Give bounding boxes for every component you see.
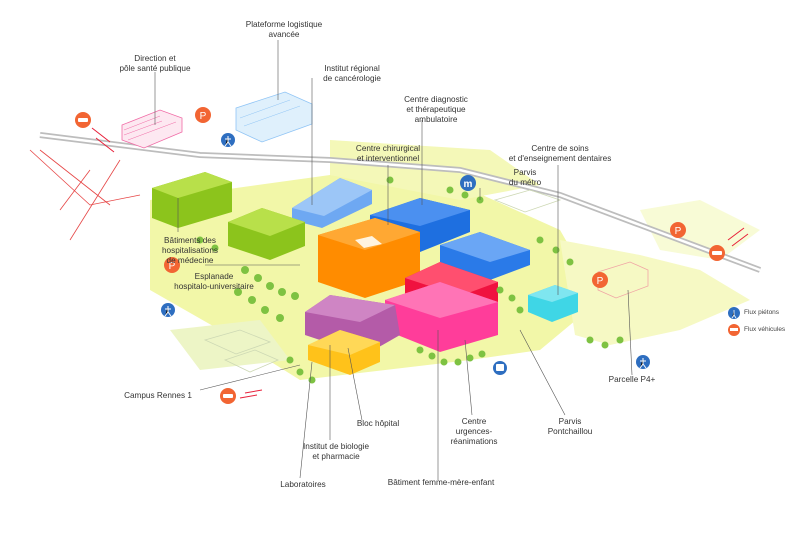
car-icon [709,245,725,261]
label-parvis-pontchaillou: Parvis Pontchaillou [547,417,593,436]
parking-icon: P [592,272,608,288]
label-plateforme: Plateforme logistique avancée [245,20,323,39]
legend [728,307,740,336]
label-centre-urgences: Centre urgences- réanimations [450,417,498,446]
vehicle-flow-arrows [91,127,749,399]
building-hospitalisations [152,172,305,260]
label-institut-cancer: Institut régional de cancérologie [323,64,381,83]
metro-icon: m [460,175,476,191]
building-parcelle [597,261,649,299]
label-parvis-metro: Parvis du métro [508,168,542,187]
pedestrian-icon [161,303,175,317]
svg-text:P: P [675,226,682,237]
legend-vehicle-label: Flux véhicules [744,326,786,333]
legend-pedestrian-icon [728,307,740,319]
building-institut-cancer [292,178,372,228]
label-centre-diagnostic: Centre diagnostic et thérapeutique ambul… [404,95,468,124]
pedestrian-icons [161,133,650,375]
buildings [121,91,649,375]
label-institut-biologie: Institut de biologie et pharmacie [303,442,369,461]
label-direction: Direction et pôle santé publique [119,54,191,73]
svg-text:P: P [169,261,176,272]
building-centre-soins [528,285,578,322]
building-femme-mere-enfant [385,262,498,352]
label-parcelle: Parcelle P4+ [608,375,656,384]
building-centre-chirurgical [318,218,420,298]
car-icon [75,112,91,128]
car-icon [220,388,236,404]
building-direction [121,109,183,149]
building-plateforme [235,91,313,143]
parking-icon: P [670,222,686,238]
vehicle-icons [75,112,725,404]
building-institut-biologie [308,330,380,375]
pedestrian-icon [636,355,650,369]
legend-pedestrian-label: Flux piétons [744,309,780,316]
roads [29,132,762,273]
label-centre-chirurgical: Centre chirurgical et interventionnel [355,144,421,163]
bus-icon [493,361,507,375]
parking-icon: P [164,257,180,273]
building-campus [203,189,562,373]
label-centre-soins: Centre de soins et d'enseignement dentai… [508,144,612,163]
label-laboratoires: Laboratoires [280,480,326,489]
label-campus: Campus Rennes 1 [124,391,192,400]
label-batiment-fme: Bâtiment femme-mère-enfant [387,478,495,487]
label-batiments-hospitalisations: Bâtiments des hospitalisations de médeci… [162,236,218,265]
pedestrian-icon [221,133,235,147]
parking-icon: P [195,107,211,123]
trees [196,176,624,384]
svg-text:m: m [464,179,473,190]
parking-icons: P P P P [164,107,686,288]
svg-text:P: P [200,111,207,122]
label-esplanade: Esplanade hospitalo-universitaire [174,272,254,291]
svg-text:P: P [597,276,604,287]
legend-vehicle-icon [728,324,740,336]
leader-lines [154,40,633,480]
label-bloc-hopital: Bloc hôpital [356,419,400,428]
